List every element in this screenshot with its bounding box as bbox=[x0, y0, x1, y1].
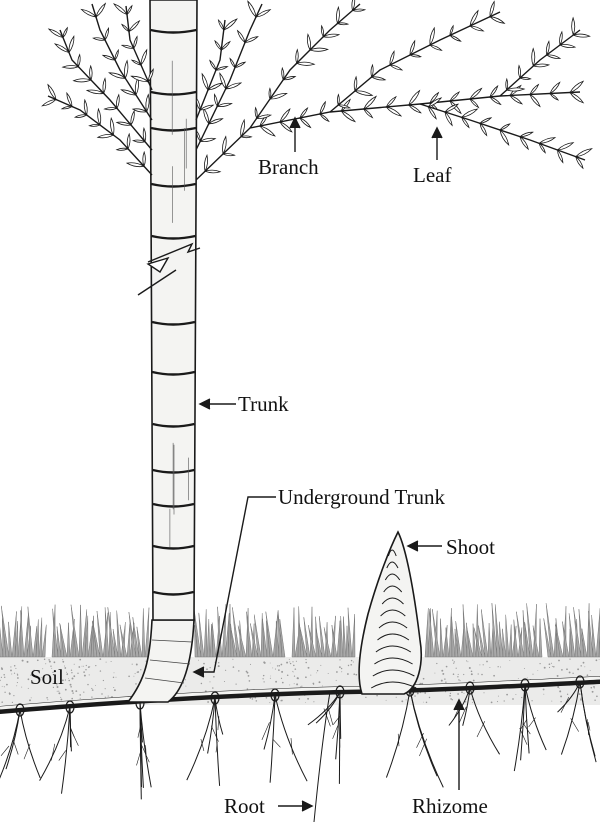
pointer-arrows bbox=[192, 116, 465, 812]
shoot bbox=[358, 530, 423, 695]
roots bbox=[0, 681, 597, 823]
root-label: Root bbox=[224, 794, 265, 818]
trunk-break-mark bbox=[137, 242, 201, 296]
soil-label: Soil bbox=[30, 665, 64, 689]
shoot-label: Shoot bbox=[446, 535, 495, 559]
trunk bbox=[149, 0, 198, 621]
rhizome-highlight bbox=[0, 676, 600, 710]
rhizome-nodes bbox=[15, 675, 585, 717]
branch-label: Branch bbox=[258, 155, 319, 179]
rhizome-label: Rhizome bbox=[412, 794, 488, 818]
trunk-label: Trunk bbox=[238, 392, 289, 416]
underground-trunk-label: Underground Trunk bbox=[278, 485, 446, 509]
rhizome bbox=[0, 676, 600, 714]
leaf-label: Leaf bbox=[413, 163, 451, 187]
underground-trunk-hatching bbox=[144, 639, 193, 684]
grass-strip bbox=[0, 603, 600, 658]
branches-and-leaves bbox=[41, 0, 593, 181]
